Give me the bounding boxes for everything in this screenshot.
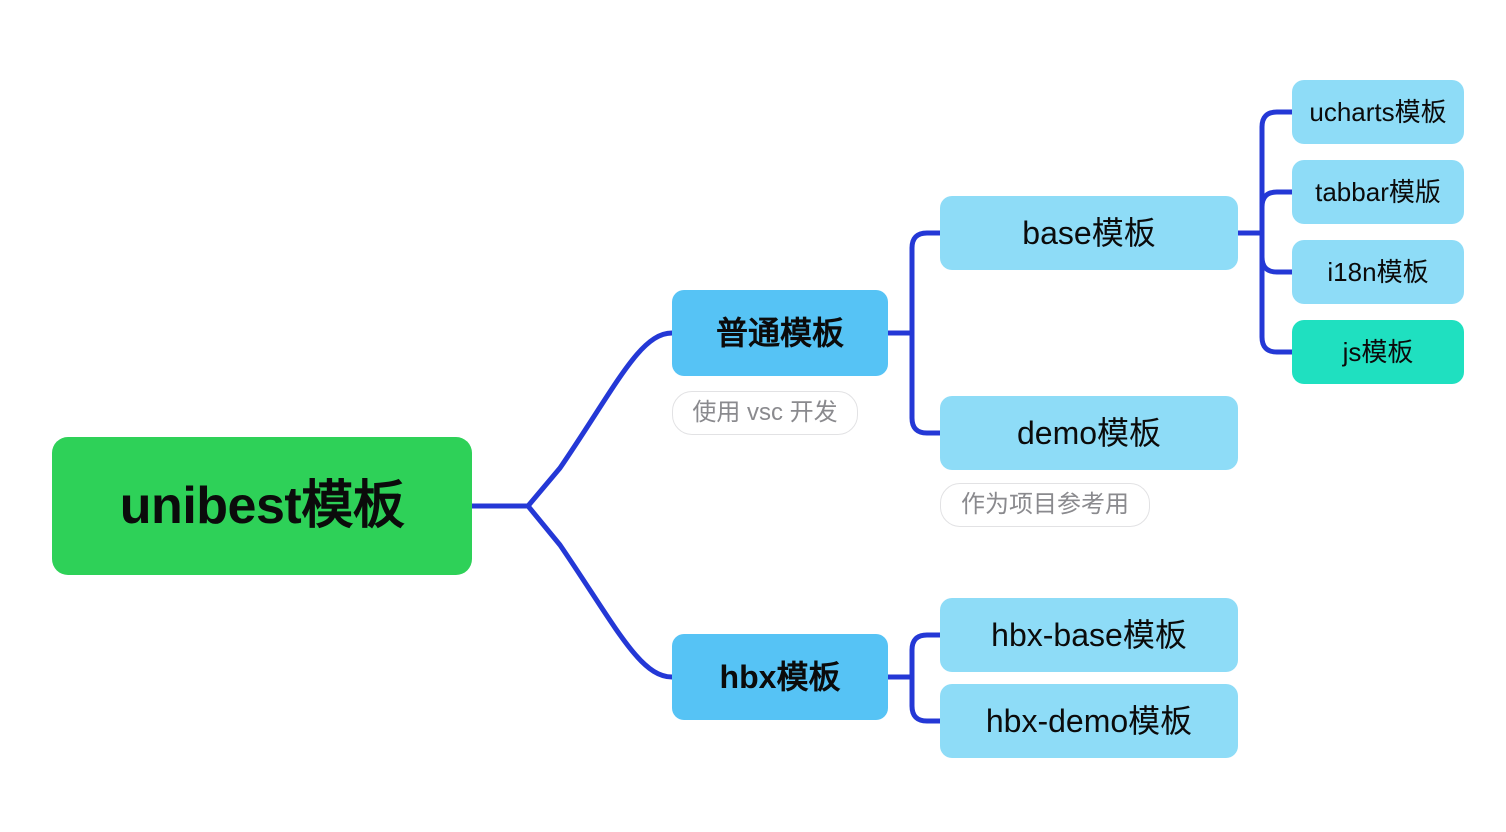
edge-putong-to-demo — [909, 330, 943, 436]
node-putong-template[interactable]: 普通模板 — [672, 290, 888, 376]
node-root-unibest[interactable]: unibest模板 — [52, 437, 472, 575]
edge-root-to-putong — [525, 330, 675, 509]
node-js-template[interactable]: js模板 — [1292, 320, 1464, 384]
node-i18n-label: i18n模板 — [1327, 257, 1429, 287]
node-hbx-base-label: hbx-base模板 — [991, 617, 1187, 653]
node-i18n-template[interactable]: i18n模板 — [1292, 240, 1464, 304]
node-demo-label: demo模板 — [1016, 415, 1162, 451]
node-js-label: js模板 — [1342, 337, 1414, 367]
note-putong-label: 使用 vsc 开发 — [692, 399, 838, 426]
node-putong-label: 普通模板 — [715, 315, 844, 351]
node-hbx-demo-template[interactable]: hbx-demo模板 — [940, 684, 1238, 758]
node-hbx-demo-label: hbx-demo模板 — [985, 703, 1193, 739]
node-hbx-base-template[interactable]: hbx-base模板 — [940, 598, 1238, 672]
node-root-label: unibest模板 — [119, 477, 405, 535]
edge-base-to-i18n — [1259, 230, 1295, 275]
node-ucharts-label: ucharts模板 — [1309, 97, 1447, 127]
note-putong-vsc: 使用 vsc 开发 — [672, 391, 858, 435]
edge-root-to-hbx — [525, 503, 675, 680]
node-hbx-label: hbx模板 — [719, 659, 841, 695]
edge-base-to-tabbar — [1259, 189, 1295, 236]
node-demo-template[interactable]: demo模板 — [940, 396, 1238, 470]
node-base-template[interactable]: base模板 — [940, 196, 1238, 270]
edge-putong-to-base — [909, 230, 943, 336]
edge-base-to-ucharts — [1259, 109, 1295, 236]
note-demo-reference: 作为项目参考用 — [940, 483, 1150, 527]
edge-hbx-to-hbxdemo — [909, 674, 943, 724]
node-tabbar-label: tabbar模版 — [1315, 177, 1441, 207]
node-ucharts-template[interactable]: ucharts模板 — [1292, 80, 1464, 144]
edge-hbx-to-hbxbase — [909, 632, 943, 680]
node-base-label: base模板 — [1022, 215, 1156, 251]
edge-base-to-js — [1259, 230, 1295, 355]
node-hbx-template[interactable]: hbx模板 — [672, 634, 888, 720]
note-demo-label: 作为项目参考用 — [961, 491, 1129, 518]
node-tabbar-template[interactable]: tabbar模版 — [1292, 160, 1464, 224]
